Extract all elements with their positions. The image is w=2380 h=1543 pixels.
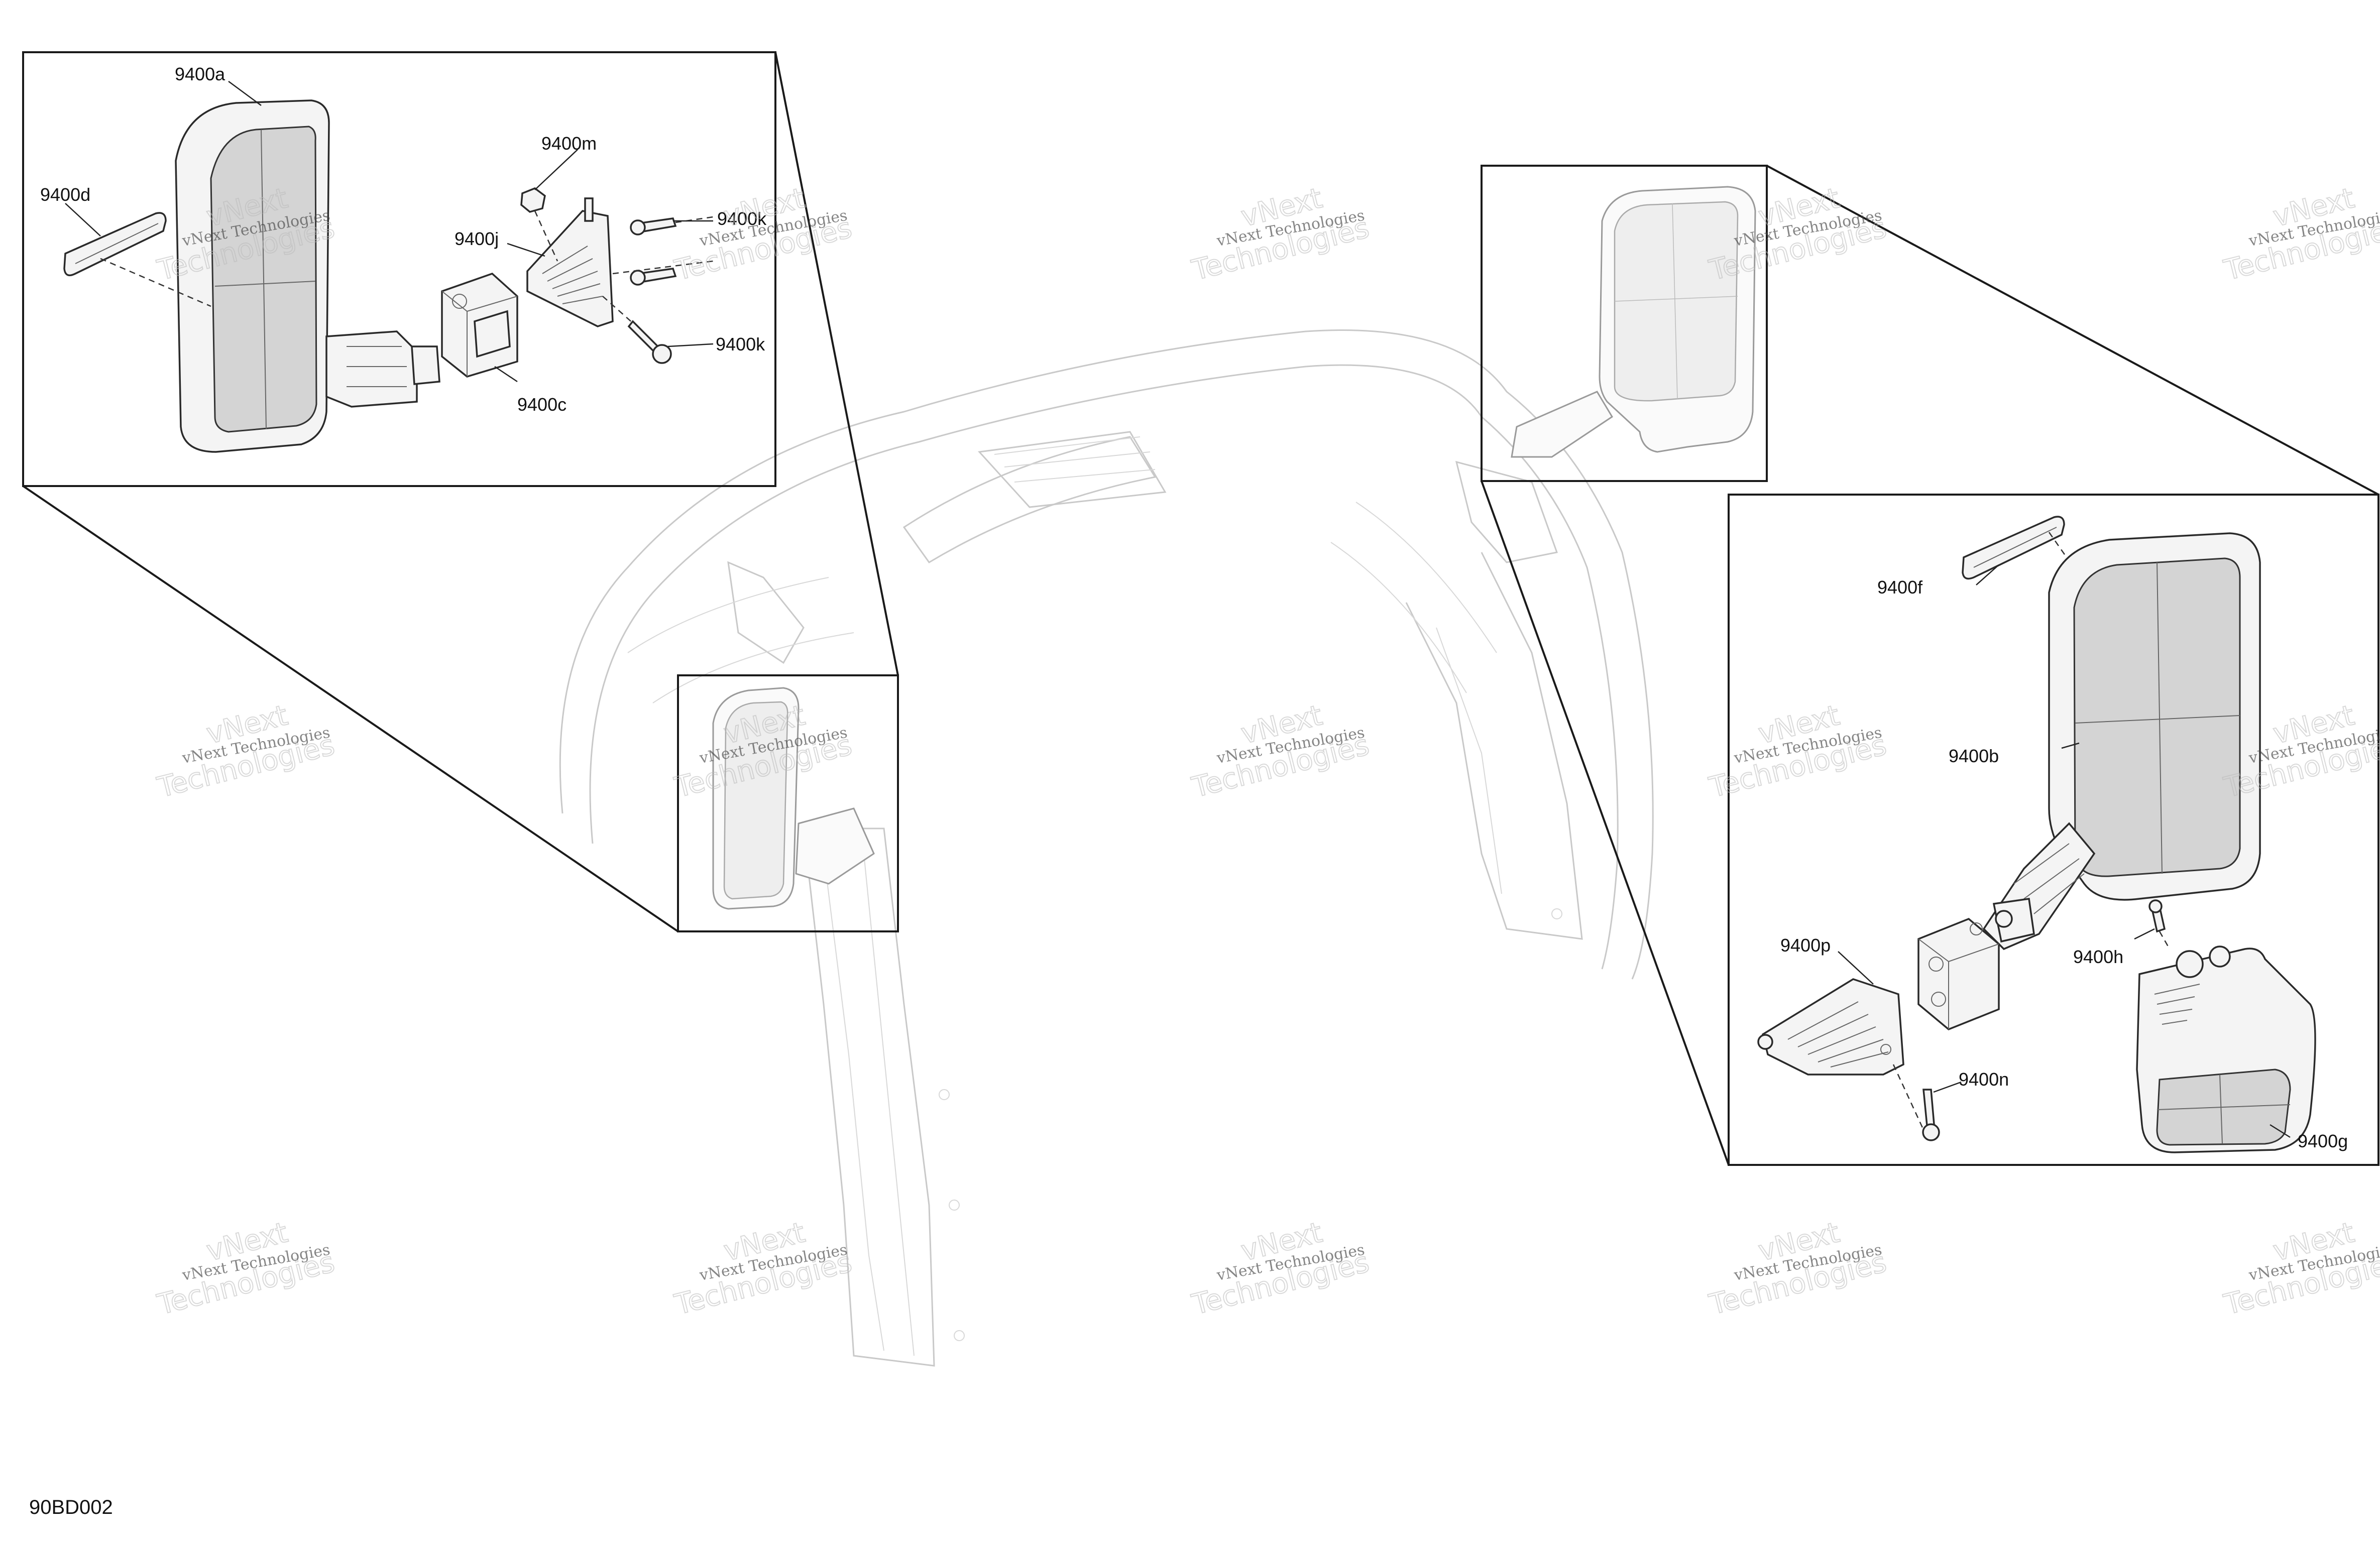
callout-9400c: 9400c [517,394,566,415]
callout-labels: 9400a 9400d 9400m 9400j 9400k 9400k 9400… [40,64,2348,1151]
mirror-assembly-9400a [175,99,440,453]
callout-9400p: 9400p [1780,935,1831,956]
screw-9400h [2148,899,2171,949]
callout-9400k-top: 9400k [717,208,767,229]
watermark: vNext Technologies vNext Technologies [1706,698,1890,805]
watermark: vNext Technologies vNext Technologies [671,181,856,288]
watermark: vNext Technologies vNext Technologies [1706,1216,1890,1322]
screws-9400k [602,216,714,364]
cover-cap-9400d [63,212,211,307]
detail-frame-right-mirror [1728,494,2379,1166]
right-mirror-in-vehicle [1511,186,1756,458]
callout-9400n: 9400n [1959,1069,2009,1090]
mirror-housing-9400g [2136,945,2316,1153]
callout-9400f: 9400f [1877,577,1923,598]
callout-leaders [65,80,2291,1138]
callout-9400j: 9400j [455,228,499,249]
watermark: vNext Technologies vNext Technologies [1188,698,1373,805]
watermark: vNext Technologies vNext Technologies [1188,181,1373,288]
bracket-plate-9400p [1757,978,1924,1130]
clamp-block-9400c [441,273,518,378]
watermark: vNext Technologies vNext Technologies [671,1216,856,1322]
left-mirror-in-vehicle [712,687,875,910]
bracket-plate-9400j [526,197,614,327]
callout-9400m: 9400m [541,133,597,154]
watermarks: vNext Technologies vNext Technologies vN… [154,181,2380,1322]
watermark: vNext Technologies vNext Technologies [154,698,338,805]
callout-9400d: 9400d [40,184,90,205]
focus-frame-left-mirror [677,674,899,932]
screw-9400n [1922,1089,1940,1141]
mirror-assembly-9400b [1982,532,2261,951]
vehicle-roll-cage-outline [559,329,1654,1367]
callout-9400g: 9400g [2298,1131,2348,1151]
cover-cap-9400f [1962,516,2085,583]
callout-9400b: 9400b [1949,746,1999,766]
watermark: vNext Technologies vNext Technologies [1188,1216,1373,1322]
clamp-block-right [1917,917,2000,1031]
callout-9400a: 9400a [175,64,225,84]
callout-9400k-bottom: 9400k [716,334,765,354]
watermark: vNext Technologies vNext Technologies [154,1216,338,1322]
watermark: vNext Technologies vNext Technologies [2220,181,2380,288]
watermark: vNext Technologies vNext Technologies [2220,1216,2380,1322]
detail-frame-left-mirror [22,51,776,487]
nut-9400m [520,187,558,262]
callout-9400h: 9400h [2073,946,2123,967]
diagram-code: 90BD002 [29,1496,113,1518]
focus-frame-right-mirror [1481,165,1768,482]
